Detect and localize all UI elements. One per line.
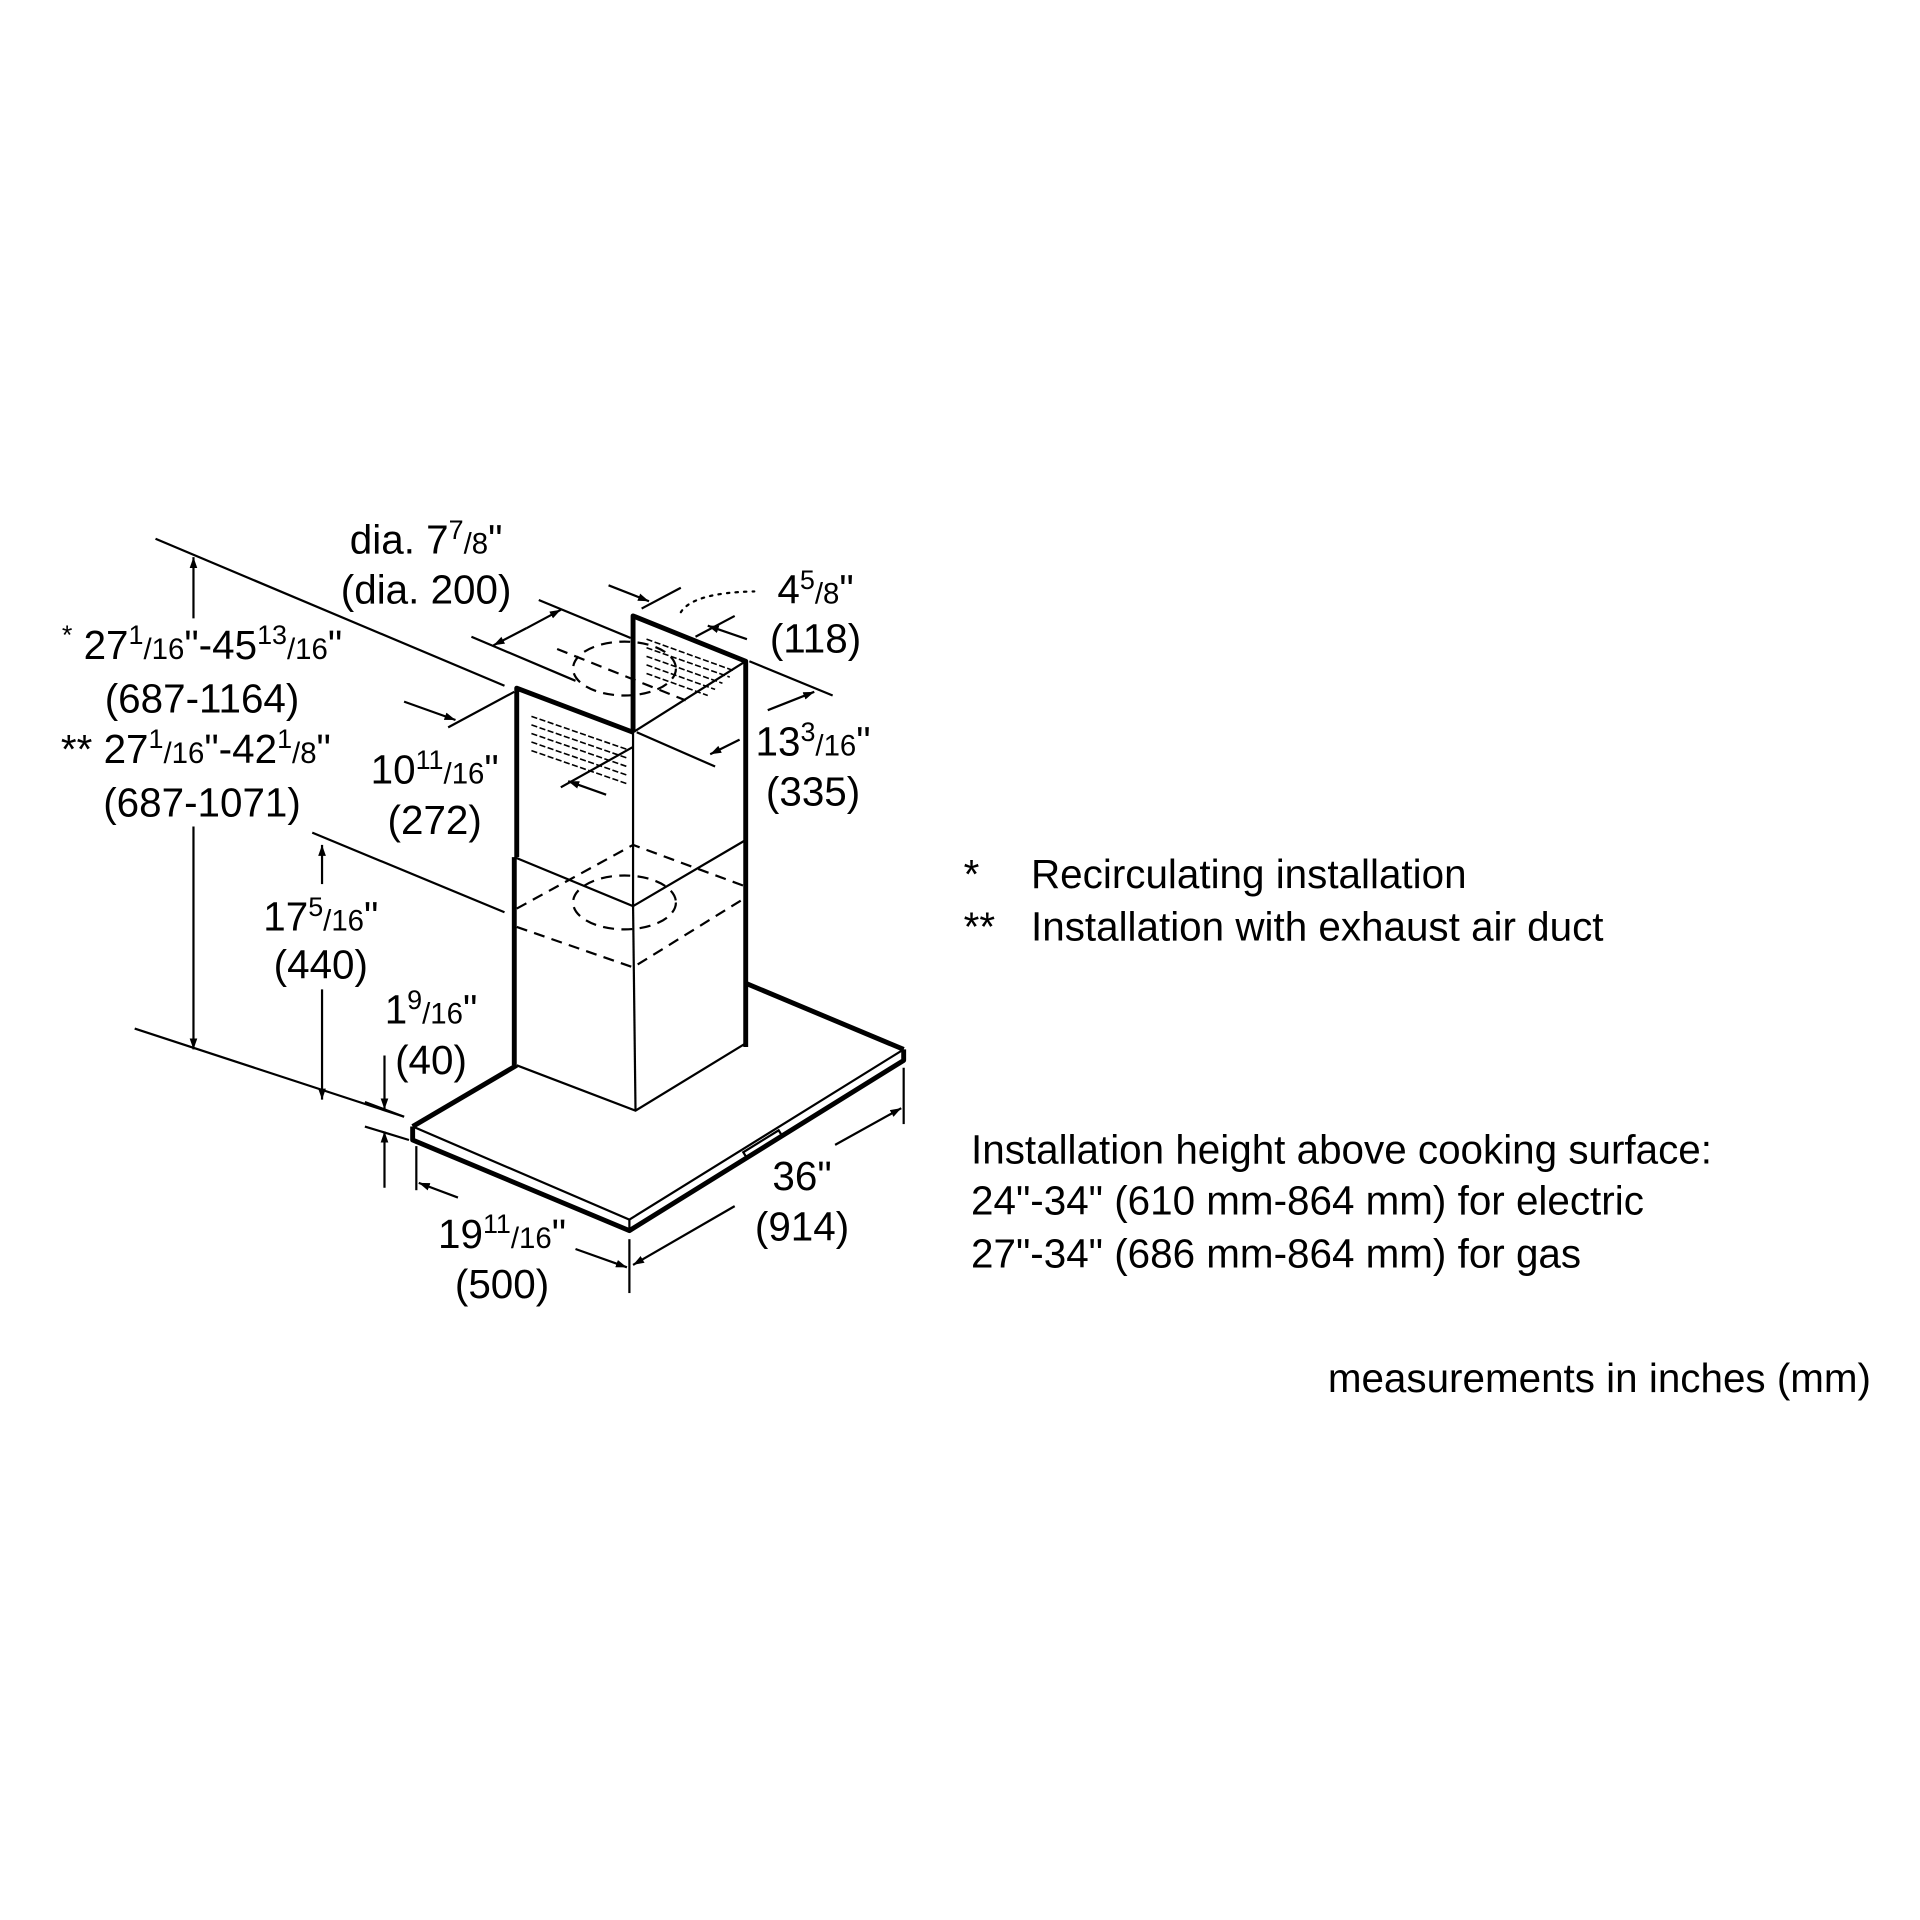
label-part-small: /16 <box>815 730 856 763</box>
label-part: 4 <box>777 567 799 613</box>
label-part: " <box>839 567 853 613</box>
chimney-width-mm: (335) <box>766 769 860 815</box>
label-part: " <box>364 894 378 940</box>
label-part-sup: 1 <box>277 724 292 754</box>
label-part-small: /16 <box>164 737 205 770</box>
label-part: " <box>552 1211 566 1257</box>
label-part: " <box>484 747 498 793</box>
label-part-small: /16 <box>144 633 185 666</box>
installation-gas: 27"-34" (686 mm-864 mm) for gas <box>971 1230 1581 1276</box>
legend-mark-recirc: * <box>964 851 980 897</box>
label-part: " <box>488 516 502 562</box>
units-note: measurements in inches (mm) <box>1328 1355 1871 1401</box>
label-part-sup: 1 <box>129 620 144 650</box>
label-part-small: /8 <box>292 737 317 770</box>
height-recirc-mm: (687-1164) <box>105 676 300 722</box>
label-part-small: /16 <box>287 633 328 666</box>
label-part-sup: 5 <box>308 892 323 922</box>
label-part: dia. 7 <box>350 516 449 562</box>
duct-diameter-inch: dia. 77/8" <box>350 515 503 563</box>
label-part: ** 27 <box>61 726 149 772</box>
chimney-depth-inch: 1011/16" <box>371 745 499 793</box>
label-part: 13 <box>756 719 801 765</box>
depth-inch: 1911/16" <box>438 1209 566 1257</box>
label-part-small: /16 <box>444 758 485 791</box>
label-part: 10 <box>371 747 416 793</box>
label-part-sup: 5 <box>800 565 815 595</box>
label-part: 1 <box>385 987 407 1033</box>
duct-diameter-mm: (dia. 200) <box>341 567 512 613</box>
dimension-lines <box>134 537 905 1294</box>
control-panel <box>741 1128 784 1159</box>
label-part: 36" <box>772 1153 831 1199</box>
canopy-thickness-inch: 19/16" <box>385 985 478 1033</box>
legend-text-exhaust: Installation with exhaust air duct <box>1031 903 1604 949</box>
label-part-small: /16 <box>422 998 463 1031</box>
label-part-small: /16 <box>511 1222 552 1255</box>
canopy-thickness-mm: (40) <box>395 1037 467 1083</box>
width-mm: (914) <box>755 1203 849 1249</box>
label-part-sup: 1 <box>149 724 164 754</box>
label-part-sup: * <box>62 620 73 650</box>
label-part-sup: 11 <box>483 1209 511 1239</box>
vent-grille-side <box>646 638 735 697</box>
installation-electric: 24"-34" (610 mm-864 mm) for electric <box>971 1178 1644 1224</box>
label-part: "-42 <box>204 726 277 772</box>
label-part: " <box>317 726 331 772</box>
label-part: " <box>856 719 870 765</box>
duct-offset-inch: 45/8" <box>777 565 853 613</box>
lower-chimney-mm: (440) <box>274 941 368 987</box>
legend: * Recirculating installation ** Installa… <box>964 851 1604 950</box>
label-part-sup: 9 <box>407 985 422 1015</box>
legend-text-recirc: Recirculating installation <box>1031 851 1467 897</box>
height-recirc-inch: * 271/16"-4513/16" <box>62 620 342 668</box>
duct-offset-mm: (118) <box>770 616 861 662</box>
installation-notes: Installation height above cooking surfac… <box>971 1126 1712 1276</box>
label-part-sup: 3 <box>800 717 815 747</box>
label-part: "-45 <box>184 622 257 668</box>
chimney-depth-mm: (272) <box>388 797 482 843</box>
label-part-sup: 11 <box>416 745 444 775</box>
lower-chimney-inch: 175/16" <box>263 892 378 940</box>
label-part: " <box>463 987 477 1033</box>
depth-mm: (500) <box>455 1261 549 1307</box>
label-part-small: /8 <box>815 578 840 611</box>
dimension-labels: dia. 77/8" (dia. 200) * 271/16"-4513/16"… <box>61 515 871 1307</box>
label-part-sup: 7 <box>449 515 464 545</box>
hood-drawing <box>410 613 907 1234</box>
label-part: " <box>328 622 342 668</box>
height-exhaust-inch: ** 271/16"-421/8" <box>61 724 331 772</box>
label-part-small: /16 <box>323 905 364 938</box>
installation-title: Installation height above cooking surfac… <box>971 1126 1712 1172</box>
height-exhaust-mm: (687-1071) <box>103 780 301 826</box>
width-inch: 36" <box>772 1153 831 1199</box>
label-part: 17 <box>263 894 308 940</box>
label-part-small: /8 <box>464 527 489 560</box>
label-part-sup: 13 <box>257 620 287 650</box>
label-part: 19 <box>438 1211 483 1257</box>
legend-mark-exhaust: ** <box>964 903 996 949</box>
chimney-width-inch: 133/16" <box>756 717 871 765</box>
label-part: 27 <box>72 622 128 668</box>
